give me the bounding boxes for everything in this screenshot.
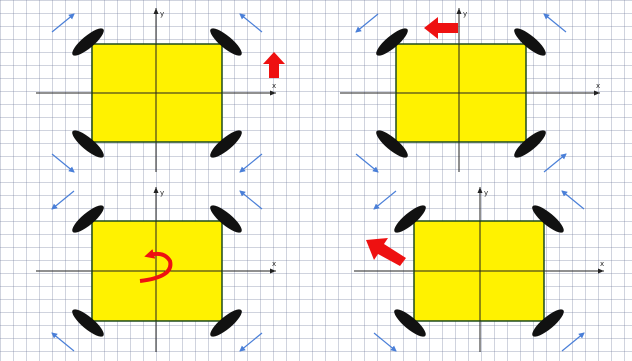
y-axis-label: y (463, 10, 467, 18)
wheel-front-right (210, 205, 242, 233)
y-axis-label: y (160, 10, 164, 18)
x-axis-label: x (600, 260, 604, 268)
wheel-front-left (72, 205, 104, 233)
wheel-rear-left (376, 130, 408, 158)
roller-arrow-rear-right (239, 153, 263, 173)
roller-arrow-front-right (239, 190, 263, 210)
x-axis-arrowhead (270, 90, 276, 96)
roller-arrow-front-right (239, 13, 263, 33)
motion-left-arrow (424, 17, 458, 39)
motion-diagonal-arrow (366, 238, 406, 266)
roller-arrow-front-left (51, 190, 75, 210)
roller-arrow-front-left (355, 13, 379, 33)
panel-forward: xy (36, 8, 285, 173)
wheel-front-left (394, 205, 426, 233)
panel-diagonal: xy (354, 187, 604, 352)
roller-arrow-rear-left (355, 153, 379, 173)
wheel-rear-left (394, 309, 426, 337)
roller-arrow-front-right (561, 190, 585, 210)
y-axis-arrowhead (153, 8, 159, 14)
y-axis-label: y (484, 189, 488, 197)
y-axis-arrowhead (153, 187, 159, 193)
x-axis-label: x (596, 82, 600, 90)
x-axis-label: x (272, 82, 276, 90)
x-axis-arrowhead (594, 90, 600, 96)
roller-arrow-rear-left (51, 153, 75, 173)
x-axis-label: x (272, 260, 276, 268)
roller-arrow-rear-right (239, 332, 263, 352)
y-axis-arrowhead (456, 8, 462, 14)
roller-arrow-front-right (543, 13, 567, 33)
motion-up-arrow (263, 52, 285, 78)
roller-arrow-front-left (51, 13, 75, 33)
wheel-rear-right (514, 130, 546, 158)
wheel-front-left (72, 28, 104, 56)
y-axis-label: y (160, 189, 164, 197)
roller-arrow-rear-left (51, 332, 75, 352)
wheel-rear-right (210, 130, 242, 158)
x-axis-arrowhead (270, 268, 276, 274)
wheel-rear-right (532, 309, 564, 337)
wheel-rear-left (72, 130, 104, 158)
wheel-rear-left (72, 309, 104, 337)
panel-rotate: xy (36, 187, 276, 352)
wheel-front-right (532, 205, 564, 233)
roller-arrow-rear-right (561, 332, 585, 352)
roller-arrow-front-left (373, 190, 397, 210)
roller-arrow-rear-left (373, 332, 397, 352)
motion-rotate-arrow (139, 249, 173, 283)
wheel-front-left (376, 28, 408, 56)
wheel-front-right (514, 28, 546, 56)
roller-arrow-rear-right (543, 153, 567, 173)
x-axis-arrowhead (598, 268, 604, 274)
y-axis-arrowhead (477, 187, 483, 193)
wheel-front-right (210, 28, 242, 56)
panel-strafe-left: xy (340, 8, 600, 173)
wheel-rear-right (210, 309, 242, 337)
